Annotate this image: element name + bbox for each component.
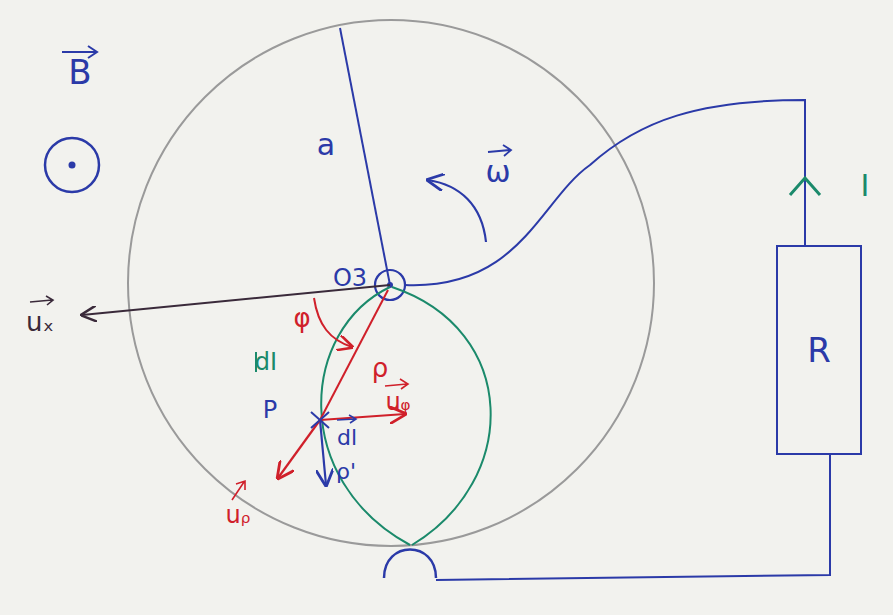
label: O3 <box>333 266 367 290</box>
disk <box>128 20 654 546</box>
label: a <box>317 130 335 160</box>
current-arrow <box>790 178 820 195</box>
dl-vector <box>320 420 326 485</box>
vector-arrow <box>385 379 408 389</box>
label: B <box>68 55 91 89</box>
wire <box>405 100 805 285</box>
label: φ <box>293 305 310 331</box>
resistor-symbol: R <box>776 245 862 455</box>
label: uₓ <box>26 309 54 335</box>
label: ρ <box>372 355 389 381</box>
label: P <box>263 398 277 422</box>
label: uᵩ <box>385 390 410 414</box>
vector-arrow <box>337 415 356 423</box>
field-out-dot <box>69 162 76 169</box>
vector-arrow <box>488 145 511 156</box>
current-line <box>392 287 491 545</box>
u-phi-vector <box>320 414 405 420</box>
radius-vector <box>320 290 388 420</box>
radius-line <box>340 28 390 285</box>
wire <box>436 455 830 580</box>
angle-arc <box>314 298 352 347</box>
label: ρ' <box>336 461 356 483</box>
label: dl <box>337 427 357 449</box>
label: I <box>861 171 870 201</box>
label: dI <box>255 350 277 374</box>
label: uᵨ <box>225 503 250 527</box>
vector-arrow <box>30 296 53 305</box>
brush-contact <box>384 550 436 579</box>
u-rho-vector <box>278 420 320 478</box>
field-out-symbol <box>45 138 99 192</box>
component-label: R <box>807 330 831 370</box>
point-mark <box>311 412 329 428</box>
rotation-arrow <box>428 180 486 242</box>
label: ω <box>485 157 510 187</box>
vector-arrow <box>232 481 245 500</box>
